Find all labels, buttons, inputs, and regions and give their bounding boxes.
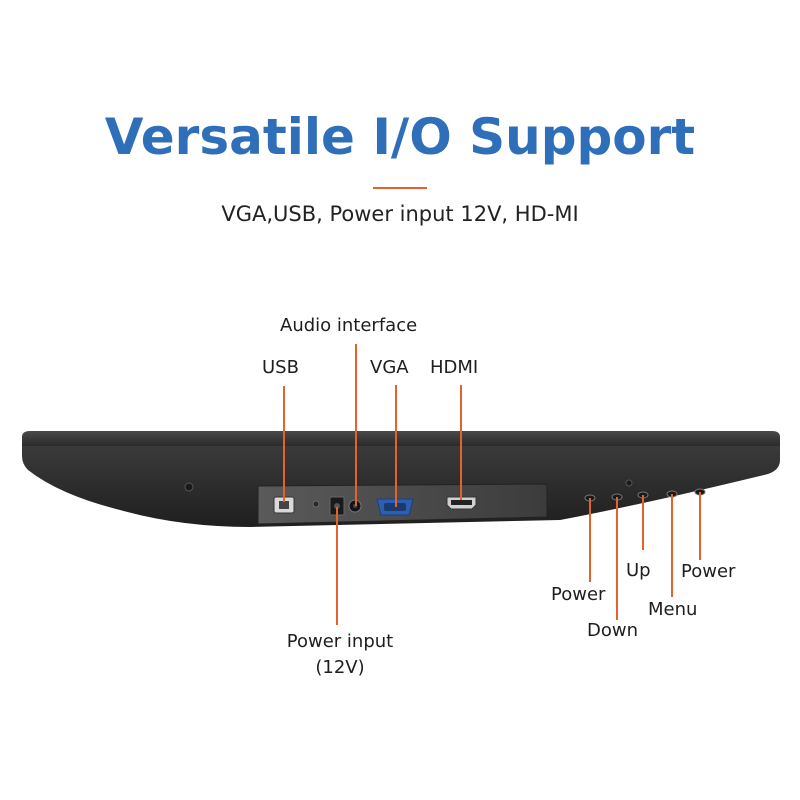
label-audio-interface: Audio interface xyxy=(280,315,418,336)
label-hdmi: HDMI xyxy=(430,357,479,378)
label-button-up: Up xyxy=(626,560,651,581)
label-button-down: Down xyxy=(587,620,639,641)
screw xyxy=(184,482,194,492)
label-button-menu: Menu xyxy=(648,599,698,620)
label-button-power-right: Power xyxy=(681,561,736,582)
title-divider xyxy=(373,187,427,189)
page-title: Versatile I/O Support xyxy=(104,108,696,166)
label-button-power-left: Power xyxy=(551,584,606,605)
label-power-input: Power input xyxy=(286,631,394,652)
label-power-input-voltage: (12V) xyxy=(315,657,365,678)
monitor-bezel xyxy=(22,431,780,448)
label-usb: USB xyxy=(262,357,299,378)
page-subtitle: VGA,USB, Power input 12V, HD-MI xyxy=(221,202,579,226)
screw xyxy=(625,479,633,487)
label-vga: VGA xyxy=(370,357,409,378)
